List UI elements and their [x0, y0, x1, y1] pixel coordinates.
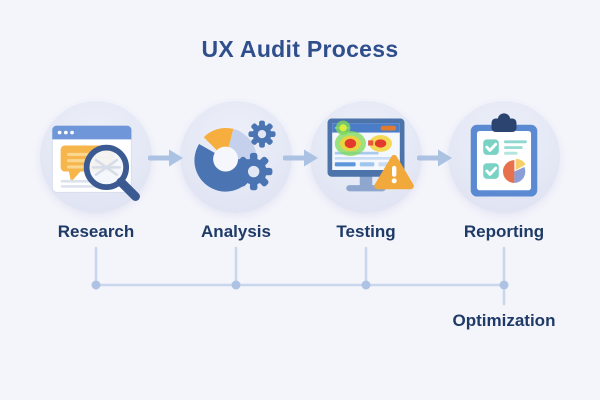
- arrow-research-to-analysis-icon: [148, 149, 183, 167]
- step-label-research: Research: [57, 222, 135, 241]
- step-label-optimization: Optimization: [452, 311, 556, 330]
- mini-pie-chart: [502, 158, 526, 183]
- magnifier-icon: [83, 144, 140, 201]
- step-node-analysis: [180, 101, 292, 213]
- checklist: [483, 139, 527, 179]
- donut-chart-gears-icon: [194, 120, 276, 192]
- clipboard: [470, 113, 538, 197]
- page-title: UX Audit Process: [201, 36, 399, 62]
- clipboard-report-icon: [470, 113, 538, 197]
- warning-triangle-icon: [374, 154, 414, 190]
- arrow-testing-to-reporting-icon: [417, 149, 452, 167]
- connector-lines: [91, 246, 509, 306]
- arrow-analysis-to-testing-icon: [283, 149, 318, 167]
- large-gear-icon: [234, 152, 273, 191]
- heatmap-blobs: [334, 120, 392, 156]
- browser-magnifier-icon: [51, 125, 140, 201]
- small-gear-icon: [248, 120, 276, 148]
- step-label-testing: Testing: [336, 222, 396, 241]
- step-node-reporting: [448, 101, 560, 213]
- heatmap-monitor-warning-icon: [327, 118, 414, 192]
- step-label-analysis: Analysis: [201, 222, 271, 241]
- step-node-testing: [310, 101, 422, 213]
- step-label-reporting: Reporting: [463, 222, 545, 241]
- step-node-research: [40, 101, 152, 213]
